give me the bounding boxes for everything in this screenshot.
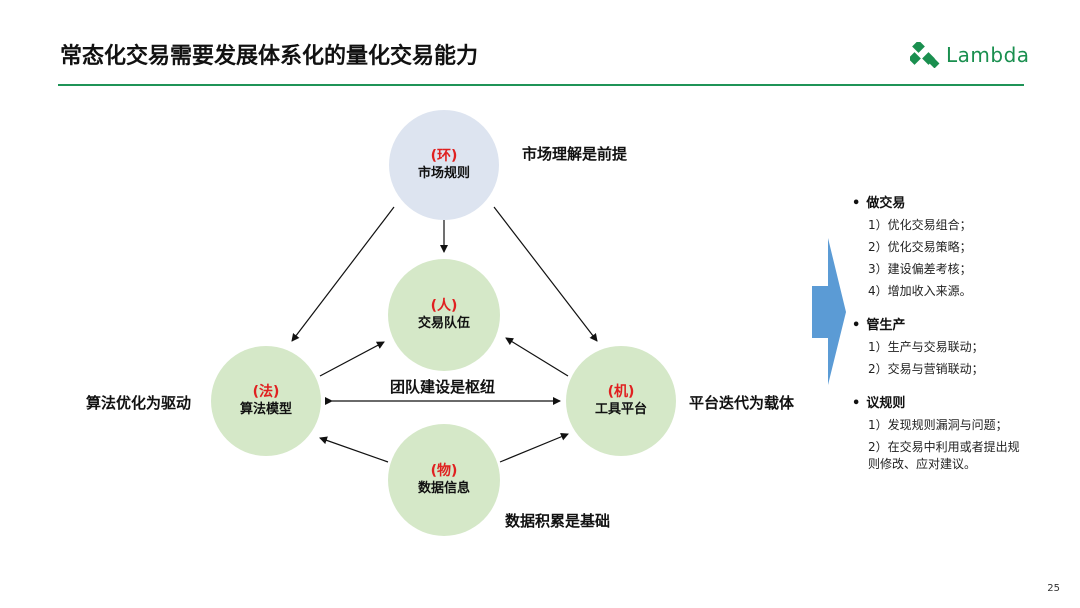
lambda-mark-icon xyxy=(910,42,940,68)
arrow-bottom-to-right xyxy=(499,432,569,463)
node-algorithm-model-label: 算法模型 xyxy=(239,402,292,417)
node-data-info-tag: (物) xyxy=(430,463,458,479)
title-divider xyxy=(58,84,1024,86)
arrow-top-to-right xyxy=(493,206,598,342)
big-right-arrow xyxy=(812,238,846,385)
node-tool-platform: (机) 工具平台 xyxy=(566,346,676,456)
node-algorithm-model-tag: (法) xyxy=(252,384,280,400)
node-algorithm-model: (法) 算法模型 xyxy=(211,346,321,456)
logo-text: Lambda xyxy=(946,43,1030,67)
arrow-bottom-to-left xyxy=(319,436,389,463)
node-trading-team-label: 交易队伍 xyxy=(417,316,470,331)
node-data-info-label: 数据信息 xyxy=(417,481,470,496)
side-heading-production: •管生产 xyxy=(852,318,906,333)
caption-platform-carrier: 平台迭代为载体 xyxy=(689,394,795,412)
node-tool-platform-tag: (机) xyxy=(607,384,635,400)
node-data-info: (物) 数据信息 xyxy=(388,424,500,536)
caption-team-hub: 团队建设是枢纽 xyxy=(390,378,496,396)
side-group-rules: •议规则 1）发现规则漏洞与问题； 2）在交易中利用或者提出规则修改、应对建议。 xyxy=(852,392,1052,473)
list-item: 2）在交易中利用或者提出规则修改、应对建议。 xyxy=(868,440,1020,471)
node-market-rules-label: 市场规则 xyxy=(417,166,470,181)
list-item: 2）交易与营销联动； xyxy=(868,362,984,376)
list-item: 1）优化交易组合； xyxy=(868,218,972,232)
arrow-left-to-center xyxy=(319,341,385,377)
side-panel: •做交易 1）优化交易组合； 2）优化交易策略； 3）建设偏差考核； 4）增加收… xyxy=(852,192,1052,487)
list-item: 3）建设偏差考核； xyxy=(868,262,972,276)
node-market-rules-tag: (环) xyxy=(430,148,458,164)
page-number: 25 xyxy=(1047,583,1060,594)
side-heading-rules: •议规则 xyxy=(852,396,906,411)
side-heading-trading: •做交易 xyxy=(852,196,906,211)
side-group-trading: •做交易 1）优化交易组合； 2）优化交易策略； 3）建设偏差考核； 4）增加收… xyxy=(852,192,1052,300)
list-item: 4）增加收入来源。 xyxy=(868,284,972,298)
list-item: 2）优化交易策略； xyxy=(868,240,972,254)
arrow-top-to-left xyxy=(291,206,395,342)
node-trading-team-tag: (人) xyxy=(430,298,458,314)
arrow-right-to-center xyxy=(505,337,569,377)
list-item: 1）发现规则漏洞与问题； xyxy=(868,418,1008,432)
caption-market-understanding: 市场理解是前提 xyxy=(522,145,628,163)
list-item: 1）生产与交易联动； xyxy=(868,340,984,354)
side-group-production: •管生产 1）生产与交易联动； 2）交易与营销联动； xyxy=(852,314,1052,378)
page-title: 常态化交易需要发展体系化的量化交易能力 xyxy=(60,44,479,69)
node-market-rules: (环) 市场规则 xyxy=(389,110,499,220)
caption-algorithm-driven: 算法优化为驱动 xyxy=(86,394,192,412)
caption-data-foundation: 数据积累是基础 xyxy=(505,512,611,530)
lambda-logo: Lambda xyxy=(910,42,1030,68)
node-tool-platform-label: 工具平台 xyxy=(594,402,647,417)
node-trading-team: (人) 交易队伍 xyxy=(388,259,500,371)
